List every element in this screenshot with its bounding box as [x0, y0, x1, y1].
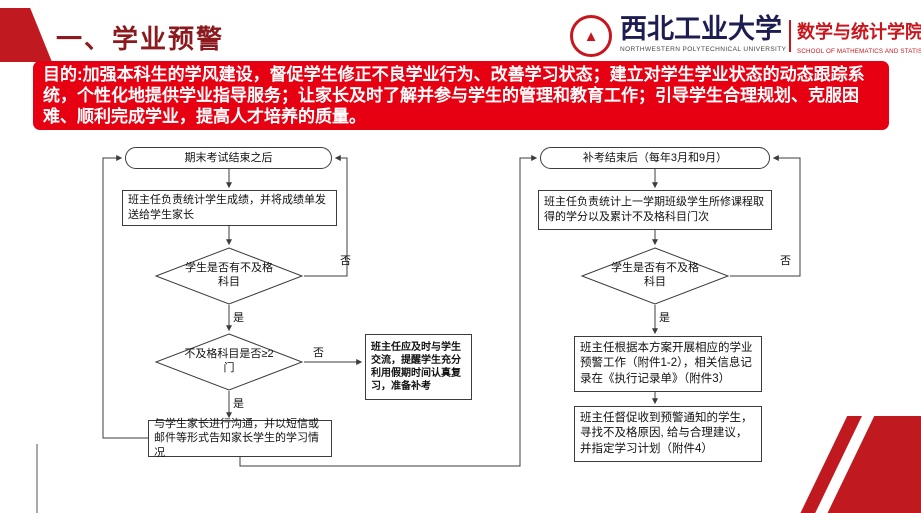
bottom-right-accent-shapes — [798, 416, 921, 513]
left-gray-line — [36, 444, 38, 513]
top-left-accent-shape — [0, 8, 52, 62]
decision-has-failed-subjects-right: 学生是否有不及格科目 — [580, 247, 730, 305]
decision-has-failed-subjects-left: 学生是否有不及格科目 — [154, 247, 304, 305]
decision-text: 不及格科目是否≥2门 — [184, 348, 274, 374]
flow-start-makeup-exam: 补考结束后（每年3月和9月） — [540, 147, 770, 169]
flow-step-count-credits: 班主任负责统计上一学期班级学生所修课程取得的学分以及累计不及格科目门次 — [538, 190, 772, 230]
university-logo-icon: ▲ — [570, 15, 612, 57]
logo-emblem-icon: ▲ — [583, 27, 599, 45]
university-name-cn: 西北工业大学 — [620, 14, 782, 44]
label-no: 否 — [313, 347, 324, 359]
school-name-cn: 数学与统计学院 — [797, 22, 921, 42]
school-name-en: SCHOOL OF MATHEMATICS AND STATISTICS — [797, 48, 921, 55]
brand-divider — [789, 20, 791, 52]
flow-step-warning-work: 班主任根据本方案开展相应的学业预警工作（附件1-2），相关信息记录在《执行记录单… — [574, 336, 762, 392]
flow-start-final-exam: 期末考试结束之后 — [125, 147, 332, 169]
flow-step-contact-parents: 与学生家长进行沟通，并以短信或邮件等形式告知家长学生的学习情况 — [148, 418, 332, 459]
flow-step-supervise-student: 班主任督促收到预警通知的学生，寻找不及格原因, 给与合理建议，并指定学习计划（附… — [574, 406, 762, 462]
flow-side-note-remind-student: 班主任应及时与学生交流，提醒学生充分利用假期时间认真复习，准备补考 — [365, 334, 472, 400]
label-no: 否 — [780, 255, 791, 267]
decision-text: 学生是否有不及格科目 — [185, 262, 273, 288]
flow-step-report-grades: 班主任负责统计学生成绩，并将成绩单发送给学生家长 — [122, 190, 337, 226]
decision-text: 学生是否有不及格科目 — [611, 262, 699, 288]
label-yes: 是 — [233, 312, 244, 324]
label-yes: 是 — [233, 398, 244, 410]
university-name-en: NORTHWESTERN POLYTECHNICAL UNIVERSITY — [620, 46, 787, 54]
purpose-banner: 目的:加强本科生的学风建设，督促学生修正不良学业行为、改善学习状态；建立对学生学… — [33, 61, 889, 130]
school-name-block: 数学与统计学院 SCHOOL OF MATHEMATICS AND STATIS… — [797, 18, 921, 55]
label-no: 否 — [340, 255, 351, 267]
decision-failed-two-or-more: 不及格科目是否≥2门 — [154, 333, 304, 391]
slide-title: 一、学业预警 — [56, 24, 225, 54]
university-name-block: 西北工业大学 NORTHWESTERN POLYTECHNICAL UNIVER… — [620, 14, 788, 54]
label-yes: 是 — [659, 312, 670, 324]
